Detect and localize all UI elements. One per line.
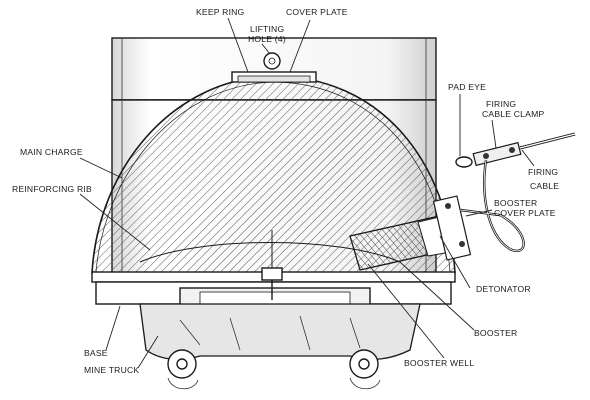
- label-keep-ring: KEEP RING: [196, 7, 245, 17]
- label-mine-truck: MINE TRUCK: [84, 365, 139, 375]
- firing-cable-assembly: [455, 132, 576, 253]
- label-base: BASE: [84, 348, 108, 358]
- label-pad-eye: PAD EYE: [448, 82, 486, 92]
- leader-lines: [79, 17, 535, 369]
- label-group: KEEP RING LIFTING HOLE (4) COVER PLATE P…: [12, 7, 559, 375]
- label-main-charge: MAIN CHARGE: [20, 147, 83, 157]
- label-cover-plate: COVER PLATE: [286, 7, 348, 17]
- label-firing-cable-clamp-line2: CABLE CLAMP: [482, 109, 544, 119]
- label-booster-well: BOOSTER WELL: [404, 358, 474, 368]
- label-firing-cable-clamp-line1: FIRING: [486, 99, 516, 109]
- label-firing-cable-line1: FIRING: [528, 167, 558, 177]
- mine-truck: [139, 303, 421, 390]
- label-lifting-hole-line2: HOLE (4): [248, 34, 286, 44]
- label-reinforcing-rib: REINFORCING RIB: [12, 184, 92, 194]
- label-firing-cable-line2: CABLE: [530, 181, 559, 191]
- label-lifting-hole-line1: LIFTING: [250, 24, 284, 34]
- cover-plate-assembly: [231, 52, 317, 83]
- base-plate: [91, 267, 456, 309]
- label-booster-cover-plate-line2: COVER PLATE: [494, 208, 556, 218]
- label-detonator: DETONATOR: [476, 284, 531, 294]
- booster-assembly: [349, 195, 472, 271]
- label-booster-cover-plate-line1: BOOSTER: [494, 198, 537, 208]
- label-booster: BOOSTER: [474, 328, 517, 338]
